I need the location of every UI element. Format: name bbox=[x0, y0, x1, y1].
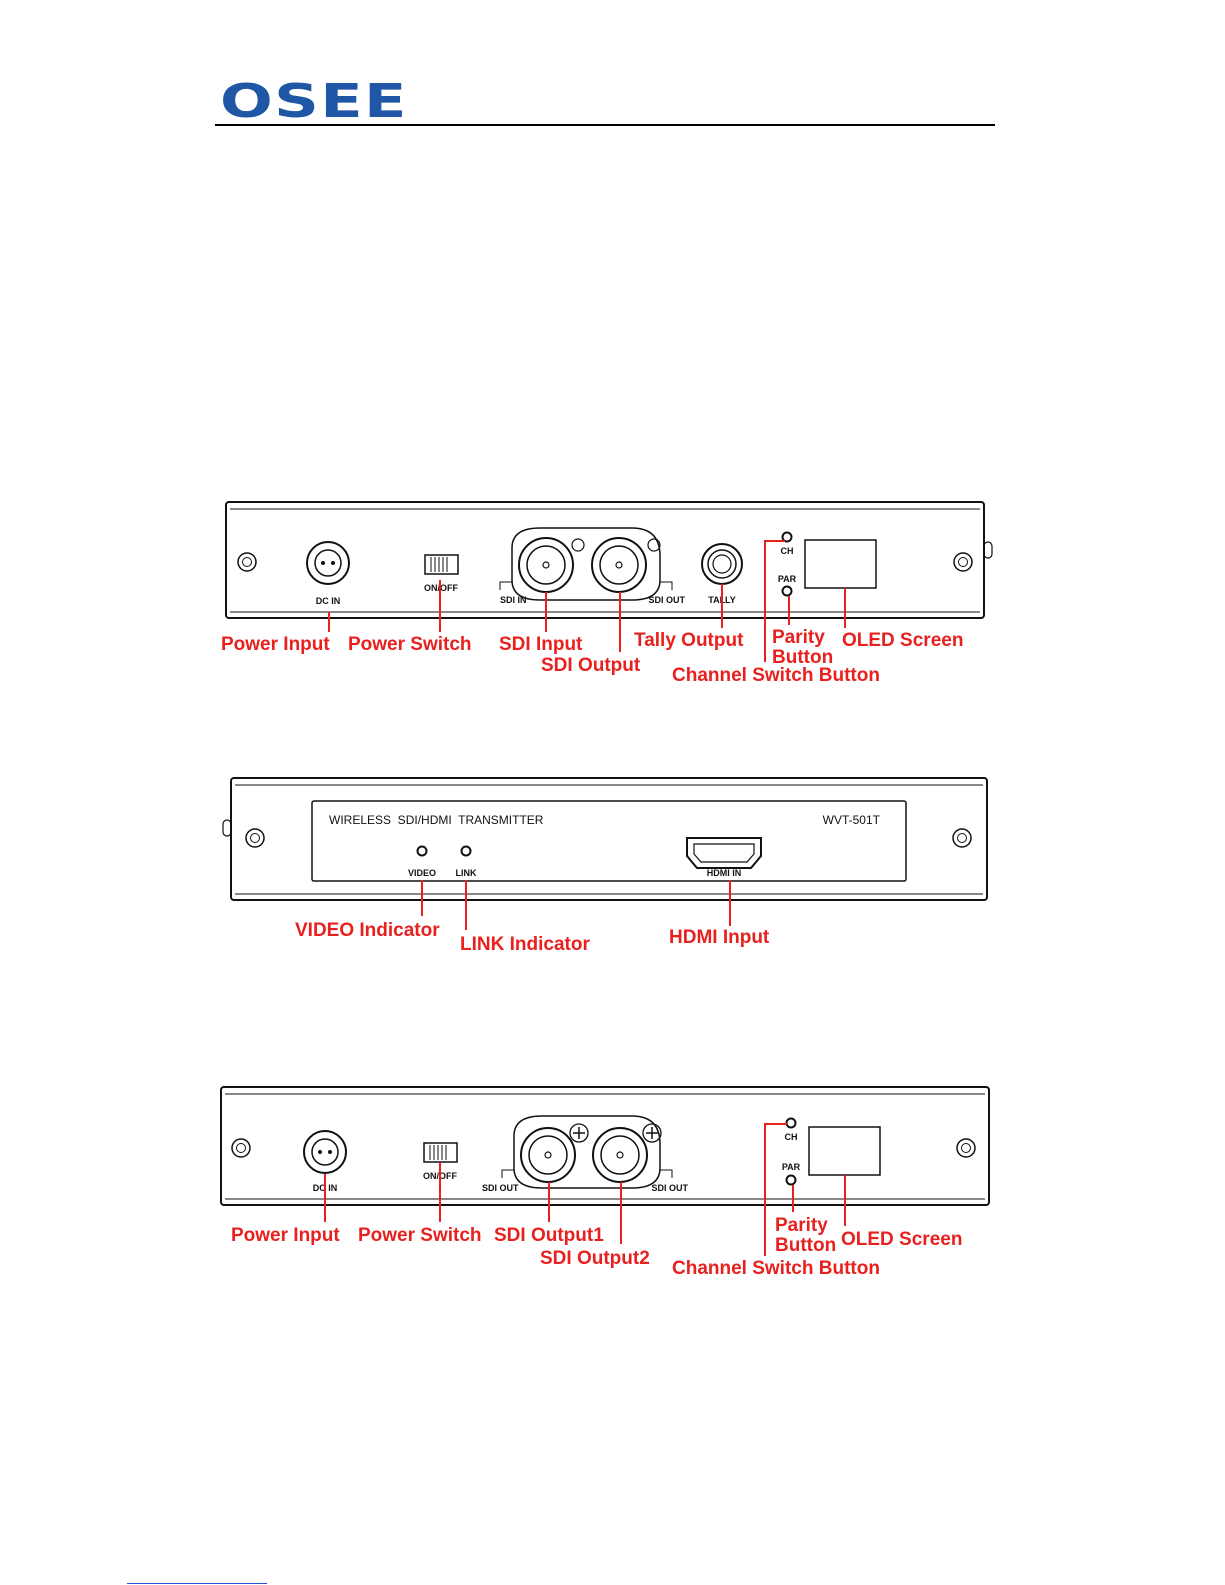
callout-oled-screen: OLED Screen bbox=[842, 630, 963, 651]
par-label: PAR bbox=[782, 1162, 801, 1172]
ch-button[interactable] bbox=[785, 1117, 797, 1129]
callout-channel-switch: Channel Switch Button bbox=[672, 665, 880, 686]
screw-right bbox=[953, 552, 973, 572]
par-label: PAR bbox=[778, 574, 797, 584]
hdmi-in-port[interactable] bbox=[686, 837, 762, 869]
tally-connector[interactable] bbox=[701, 543, 743, 585]
callout-sdi-input: SDI Input bbox=[499, 634, 583, 655]
sdi-out2-label: SDI OUT bbox=[651, 1183, 688, 1193]
logo-text: OSEE bbox=[220, 74, 408, 128]
video-label: VIDEO bbox=[408, 868, 436, 878]
sdi-out-label: SDI OUT bbox=[648, 595, 685, 605]
video-led bbox=[416, 845, 428, 857]
footer-divider bbox=[127, 1583, 267, 1584]
callout-hdmi-input: HDMI Input bbox=[669, 927, 770, 948]
callout-power-input: Power Input bbox=[231, 1225, 340, 1246]
ch-label: CH bbox=[781, 546, 794, 556]
sdi-out2-bnc[interactable] bbox=[592, 1127, 648, 1183]
callout-video-indicator: VIDEO Indicator bbox=[295, 920, 440, 941]
callout-parity-2: Button bbox=[775, 1235, 836, 1256]
device-name: WIRELESS SDI/HDMI TRANSMITTER bbox=[329, 813, 544, 827]
callout-parity-1: Parity bbox=[775, 1215, 828, 1236]
screw-plus-left bbox=[569, 1123, 589, 1143]
callout-sdi-output: SDI Output bbox=[541, 655, 641, 676]
callout-tally-output: Tally Output bbox=[634, 630, 744, 651]
ch-label: CH bbox=[785, 1132, 798, 1142]
screw-left bbox=[237, 552, 257, 572]
oled-screen bbox=[808, 1126, 881, 1176]
link-label: LINK bbox=[456, 868, 477, 878]
callout-power-input: Power Input bbox=[221, 634, 330, 655]
on-off-label: ON/OFF bbox=[424, 583, 458, 593]
front-label-plate bbox=[311, 800, 907, 882]
sdi-out1-label: SDI OUT bbox=[482, 1183, 519, 1193]
screw-right bbox=[952, 828, 972, 848]
oled-screen bbox=[804, 539, 877, 589]
header-divider bbox=[215, 124, 995, 126]
callout-link-indicator: LINK Indicator bbox=[460, 934, 590, 955]
sdi-in-bnc[interactable] bbox=[518, 537, 574, 593]
callout-power-switch: Power Switch bbox=[358, 1225, 482, 1246]
sdi-in-label: SDI IN bbox=[500, 595, 527, 605]
dc-in-connector[interactable] bbox=[306, 541, 350, 585]
callout-parity-1: Parity bbox=[772, 627, 825, 648]
ch-button[interactable] bbox=[781, 531, 793, 543]
screw-right bbox=[956, 1138, 976, 1158]
dc-in-label: DC IN bbox=[316, 596, 341, 606]
screw-plus-right bbox=[642, 1123, 662, 1143]
sdi-out-bnc[interactable] bbox=[591, 537, 647, 593]
callout-sdi-output1: SDI Output1 bbox=[494, 1225, 604, 1246]
figure-transmitter-front-panel: WIRELESS SDI/HDMI TRANSMITTER WVT-501T V… bbox=[222, 777, 988, 955]
power-switch[interactable] bbox=[423, 1142, 458, 1163]
hdmi-in-label: HDMI IN bbox=[707, 868, 742, 878]
screw-left bbox=[231, 1138, 251, 1158]
screw-left bbox=[245, 828, 265, 848]
par-button[interactable] bbox=[785, 1174, 797, 1186]
dc-in-connector[interactable] bbox=[303, 1130, 347, 1174]
callout-power-switch: Power Switch bbox=[348, 634, 472, 655]
callout-oled-screen: OLED Screen bbox=[841, 1229, 962, 1250]
power-switch[interactable] bbox=[424, 554, 459, 575]
par-button[interactable] bbox=[781, 585, 793, 597]
model-name: WVT-501T bbox=[823, 813, 881, 827]
figure-transmitter-rear-panel: DC IN ON/OFF SDI IN SDI OUT TALLY CH PAR bbox=[221, 501, 993, 686]
sdi-out1-bnc[interactable] bbox=[520, 1127, 576, 1183]
figure-receiver-rear-panel: DC IN ON/OFF SDI OUT SDI OUT CH PAR Powe… bbox=[220, 1086, 990, 1279]
callout-parity-2: Button bbox=[772, 647, 833, 668]
callout-sdi-output2: SDI Output2 bbox=[540, 1248, 650, 1269]
callout-channel-switch: Channel Switch Button bbox=[672, 1258, 880, 1279]
link-led bbox=[460, 845, 472, 857]
